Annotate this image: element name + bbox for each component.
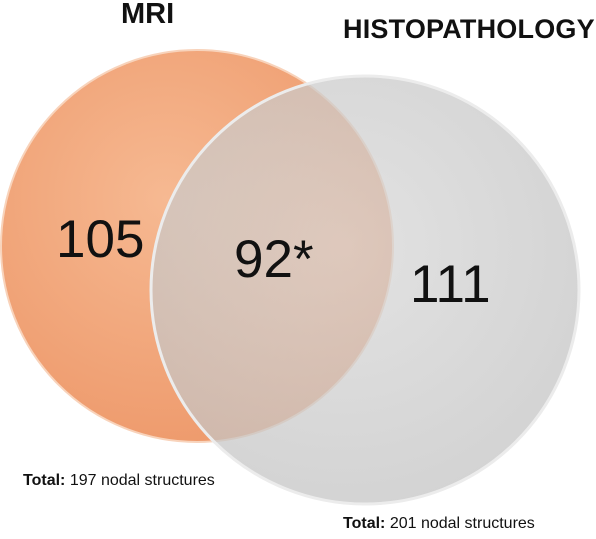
- mri-total-text: 197 nodal structures: [69, 472, 215, 489]
- mri-total-prefix: Total:: [23, 472, 66, 489]
- mri-total: Total: 197 nodal structures: [23, 472, 215, 490]
- histopathology-set-label: HISTOPATHOLOGY: [343, 14, 595, 44]
- mri-set-label: MRI: [121, 0, 175, 30]
- histopathology-circle: [149, 74, 581, 506]
- intersection-count: 92*: [234, 230, 314, 289]
- histopathology-total: Total: 201 nodal structures: [343, 515, 535, 533]
- histopathology-only-count: 111: [410, 255, 491, 314]
- histopathology-total-text: 201 nodal structures: [389, 515, 535, 532]
- histopathology-total-prefix: Total:: [343, 515, 386, 532]
- mri-only-count: 105: [56, 210, 145, 269]
